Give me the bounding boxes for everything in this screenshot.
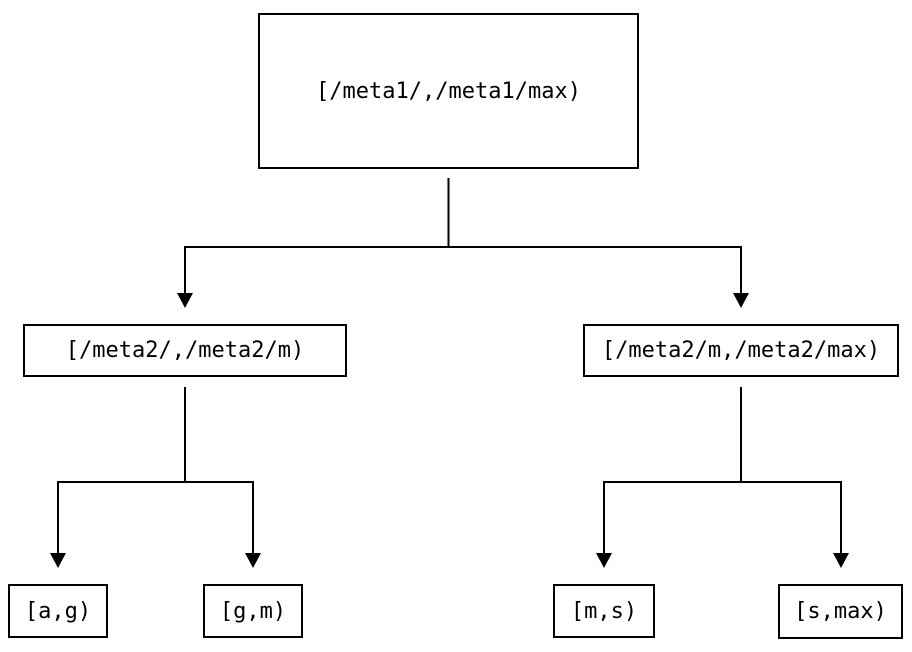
tree-node-root: [/meta1/,/meta1/max) <box>258 13 639 169</box>
tree-node-leaf-ms-label: [m,s) <box>570 598 638 624</box>
tree-node-root-label: [/meta1/,/meta1/max) <box>316 78 581 104</box>
arrow-down-icon <box>245 553 261 568</box>
arrow-down-icon <box>833 553 849 568</box>
arrow-down-icon <box>733 293 749 308</box>
tree-node-leaf-gm-label: [g,m) <box>219 598 287 624</box>
tree-node-mid-left: [/meta2/,/meta2/m) <box>23 324 347 377</box>
arrow-down-icon <box>50 553 66 568</box>
tree-node-leaf-gm: [g,m) <box>203 584 303 638</box>
tree-node-mid-right: [/meta2/m,/meta2/max) <box>583 324 899 377</box>
tree-node-leaf-smax-label: [s,max) <box>794 599 887 624</box>
tree-node-mid-left-label: [/meta2/,/meta2/m) <box>65 338 305 363</box>
tree-node-leaf-ms: [m,s) <box>553 584 655 638</box>
tree-node-mid-right-label: [/meta2/m,/meta2/max) <box>601 338 881 363</box>
tree-node-leaf-ag-label: [a,g) <box>24 598 92 624</box>
tree-node-leaf-smax: [s,max) <box>778 584 903 639</box>
tree-node-leaf-ag: [a,g) <box>8 584 108 638</box>
arrow-down-icon <box>596 553 612 568</box>
arrow-down-icon <box>177 293 193 308</box>
